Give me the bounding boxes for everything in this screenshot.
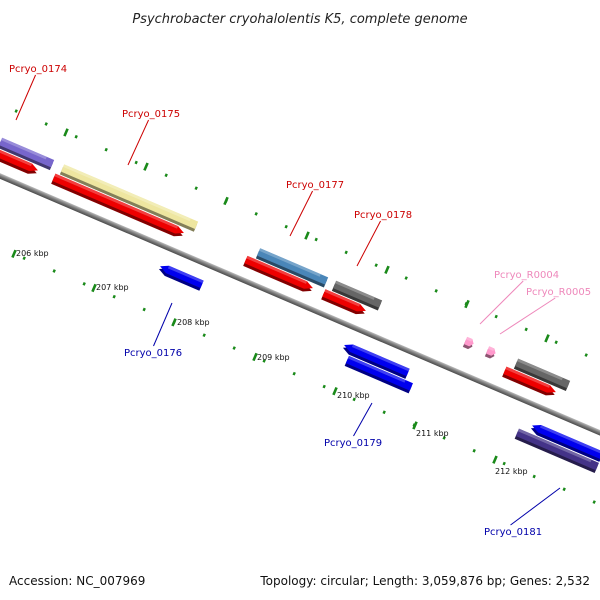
major-tick [384, 265, 390, 274]
minor-tick [404, 276, 408, 280]
major-tick [252, 352, 258, 362]
major-tick [143, 162, 149, 171]
major-tick [91, 283, 97, 293]
leader-line [479, 280, 524, 325]
minor-tick [524, 327, 528, 332]
minor-tick [74, 134, 78, 139]
major-tick [464, 299, 470, 309]
genome-summary-text: Topology: circular; Length: 3,059,876 bp… [260, 574, 590, 588]
feature-label-pcryo-r0005[interactable]: Pcryo_R0005 [526, 287, 591, 298]
major-tick [11, 249, 17, 258]
minor-tick [104, 147, 108, 152]
tick-marks [11, 109, 596, 504]
minor-tick [202, 333, 206, 338]
major-tick [332, 387, 338, 396]
minor-tick [494, 314, 498, 319]
leader-line [499, 297, 556, 335]
cds-arrow-reverse[interactable] [343, 341, 410, 377]
leader-line [15, 74, 37, 121]
scale-label: 206 kbp [16, 249, 49, 258]
map-title: Psychrobacter cryohalolentis K5, complet… [132, 12, 467, 27]
minor-tick [22, 256, 26, 261]
scale-label: 207 kbp [96, 283, 129, 292]
scale-label: 209 kbp [257, 353, 290, 362]
minor-tick [562, 487, 566, 492]
minor-tick [194, 186, 198, 191]
accession-text: Accession: NC_007969 [9, 574, 146, 588]
major-tick [223, 196, 229, 206]
minor-tick [284, 224, 288, 229]
minor-tick [502, 461, 506, 466]
leader-line [127, 119, 150, 166]
major-tick [171, 318, 177, 327]
minor-tick [52, 269, 56, 273]
leader-line [289, 190, 313, 237]
leader-line [510, 487, 561, 526]
minor-tick [254, 212, 258, 216]
minor-tick [344, 250, 348, 255]
genome-backbone [0, 165, 600, 470]
scale-label: 208 kbp [177, 318, 210, 327]
cds-arrow-reverse[interactable] [531, 422, 600, 460]
minor-tick [164, 173, 168, 178]
minor-tick [262, 359, 266, 363]
minor-tick [112, 294, 116, 299]
minor-tick [292, 371, 296, 376]
scale-label: 211 kbp [416, 429, 449, 438]
minor-tick [584, 353, 588, 357]
minor-tick [142, 307, 146, 312]
scale-labels: 206 kbp 207 kbp 208 kbp 209 kbp 210 kbp 211 k… [16, 249, 528, 476]
minor-tick [532, 474, 536, 479]
major-tick [63, 128, 69, 137]
feature-label-pcryo-0179[interactable]: Pcryo_0179 [324, 438, 382, 449]
feature-label-pcryo-r0004[interactable]: Pcryo_R0004 [494, 270, 559, 281]
scale-label: 210 kbp [337, 391, 370, 400]
feature-label-pcryo-0174[interactable]: Pcryo_0174 [9, 64, 67, 75]
feature-label-pcryo-0175[interactable]: Pcryo_0175 [122, 109, 180, 120]
backbone-line [0, 165, 600, 470]
feature-layer [0, 137, 600, 473]
major-tick [304, 231, 310, 240]
minor-tick [554, 340, 558, 345]
leader-line [353, 402, 373, 437]
leader-line [356, 220, 381, 267]
minor-tick [44, 122, 48, 126]
minor-tick [82, 282, 86, 286]
minor-tick [14, 109, 18, 113]
scale-label: 212 kbp [495, 467, 528, 476]
minor-tick [134, 160, 138, 165]
major-tick [492, 455, 498, 464]
minor-tick [382, 410, 386, 415]
feature-label-pcryo-0177[interactable]: Pcryo_0177 [286, 180, 344, 191]
feature-label-pcryo-0178[interactable]: Pcryo_0178 [354, 210, 412, 221]
cds-arrow-reverse[interactable] [159, 263, 204, 288]
minor-tick [314, 237, 318, 242]
feature-label-pcryo-0176[interactable]: Pcryo_0176 [124, 348, 182, 359]
feature-label-pcryo-0181[interactable]: Pcryo_0181 [484, 527, 542, 538]
minor-tick [592, 500, 596, 504]
minor-tick [472, 448, 476, 453]
minor-tick [374, 263, 378, 268]
leader-line [153, 302, 173, 347]
minor-tick [232, 346, 236, 350]
minor-tick [434, 289, 438, 293]
minor-tick [322, 384, 326, 389]
minor-tick [442, 436, 446, 440]
minor-tick [352, 397, 356, 402]
major-tick [544, 334, 550, 343]
major-tick [412, 421, 418, 430]
